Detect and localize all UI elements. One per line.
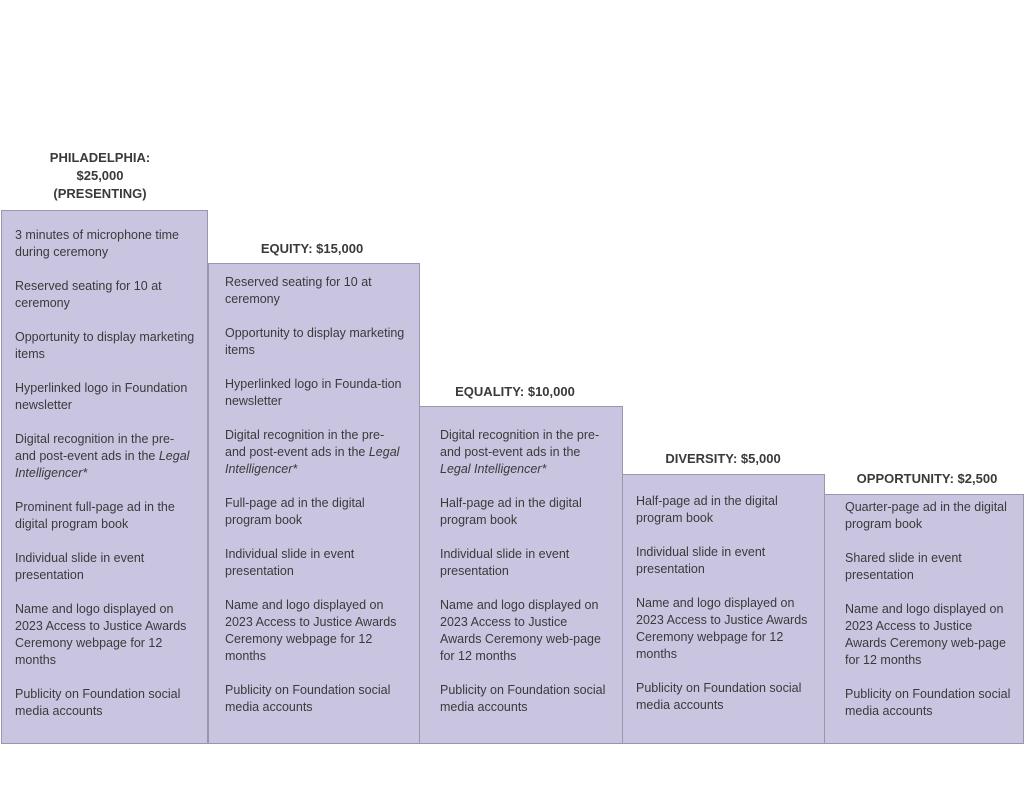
benefit-item: Shared slide in event presentation (845, 551, 962, 582)
tier-box-diversity: Half-page ad in the digital program book… (622, 474, 825, 744)
tier-box-equality: Digital recognition in the pre- and post… (419, 406, 623, 744)
benefit-text: Digital recognition in the pre- and post… (440, 428, 600, 459)
benefit-item: Full-page ad in the digital program book (225, 496, 365, 527)
benefit-item: Hyperlinked logo in Founda-tion newslett… (225, 377, 402, 408)
tier-title-line: PHILADELPHIA: (49, 150, 151, 165)
benefit-item: Quarter-page ad in the digital program b… (845, 500, 1007, 531)
benefit-item: Opportunity to display marketing items (15, 330, 195, 361)
benefit-item: Half-page ad in the digital program book (636, 494, 778, 525)
benefit-item: Individual slide in event presentation (225, 547, 355, 578)
tier-title-line: EQUALITY: $10,000 (455, 384, 575, 399)
benefit-item: Prominent full-page ad in the digital pr… (15, 500, 175, 531)
benefit-item: Name and logo displayed on 2023 Access t… (636, 596, 808, 661)
tier-box-opportunity: Quarter-page ad in the digital program b… (824, 494, 1024, 744)
benefit-item: Publicity on Foundation social media acc… (440, 683, 606, 714)
benefit-item: Publicity on Foundation social media acc… (636, 681, 802, 712)
benefit-item: Hyperlinked logo in Foundation newslette… (15, 381, 188, 412)
benefit-item: Individual slide in event presentation (15, 551, 145, 582)
benefit-item: Name and logo displayed on 2023 Access t… (440, 598, 601, 663)
benefit-item: Publicity on Foundation social media acc… (225, 683, 391, 714)
benefit-item: Reserved seating for 10 at ceremony (225, 275, 372, 306)
tier-title-opportunity: OPPORTUNITY: $2,500 (830, 470, 1024, 488)
benefit-item: Opportunity to display marketing items (225, 326, 405, 357)
tier-title-diversity: DIVERSITY: $5,000 (623, 450, 823, 468)
benefit-item: Digital recognition in the pre- and post… (440, 427, 610, 478)
tier-title-philadelphia: PHILADELPHIA: $25,000 (PRESENTING) (0, 149, 200, 203)
benefit-item: Digital recognition in the pre- and post… (225, 427, 407, 478)
benefit-item: Individual slide in event presentation (440, 547, 570, 578)
benefit-item: Name and logo displayed on 2023 Access t… (225, 598, 397, 663)
tier-title-equity: EQUITY: $15,000 (208, 240, 416, 258)
publication-name: Legal Intelligencer* (225, 445, 400, 476)
benefit-item: Digital recognition in the pre- and post… (15, 431, 195, 482)
publication-name: Legal Intelligencer* (15, 449, 190, 480)
tier-title-equality: EQUALITY: $10,000 (420, 383, 610, 401)
tier-title-line: $25,000 (76, 168, 124, 183)
tier-title-line: DIVERSITY: $5,000 (665, 451, 781, 466)
tier-title-line: OPPORTUNITY: $2,500 (856, 471, 998, 486)
benefit-item: Name and logo displayed on 2023 Access t… (15, 602, 187, 667)
tier-title-line: (PRESENTING) (53, 186, 147, 201)
benefit-item: 3 minutes of microphone time during cere… (15, 228, 179, 259)
benefit-item: Individual slide in event presentation (636, 545, 766, 576)
benefit-text: Digital recognition in the pre- and post… (225, 428, 385, 459)
tier-box-philadelphia: 3 minutes of microphone time during cere… (1, 210, 208, 744)
benefit-item: Name and logo displayed on 2023 Access t… (845, 602, 1006, 667)
benefit-item: Reserved seating for 10 at ceremony (15, 279, 162, 310)
benefit-item: Publicity on Foundation social media acc… (845, 687, 1011, 718)
benefit-text: Digital recognition in the pre- and post… (15, 432, 175, 463)
benefit-item: Publicity on Foundation social media acc… (15, 687, 181, 718)
publication-name: Legal Intelligencer* (440, 462, 547, 476)
benefit-item: Half-page ad in the digital program book (440, 496, 582, 527)
tier-title-line: EQUITY: $15,000 (260, 241, 364, 256)
